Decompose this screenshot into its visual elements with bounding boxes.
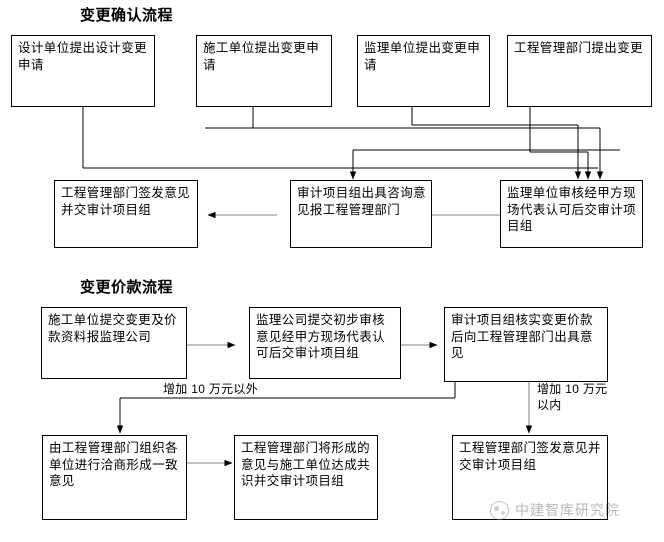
watermark-logo-icon [490, 500, 509, 520]
watermark-text: 中建智库研究院 [515, 502, 620, 518]
flow-node-engineering-dept-consensus[interactable]: 工程管理部门将形成的意见与施工单位达成共识并交审计项目组 [234, 435, 378, 520]
watermark: 中建智库研究院 [490, 500, 620, 520]
flow-node-engineering-dept-organize-negotiation[interactable]: 由工程管理部门组织各单位进行洽商形成一致意见 [42, 435, 187, 520]
flow-node-construction-unit-submit-pricing[interactable]: 施工单位提交变更及价款资料报监理公司 [41, 307, 187, 379]
flow-node-audit-team-verify-pricing[interactable]: 审计项目组核实变更价款后向工程管理部门出具意见 [444, 307, 608, 382]
flow-node-engineering-dept-sign-opinion[interactable]: 工程管理部门签发意见并交审计项目组 [452, 435, 608, 520]
flow-node-supervision-company-preliminary-review[interactable]: 监理公司提交初步审核意见经甲方现场代表认可后交审计项目组 [249, 307, 401, 379]
flow-node-engineering-dept-change-request[interactable]: 工程管理部门提出变更 [507, 35, 652, 107]
flow-node-audit-team-consulting-opinion[interactable]: 审计项目组出具咨询意见报工程管理部门 [290, 180, 432, 248]
flow-node-engineering-dept-issue-opinion[interactable]: 工程管理部门签发意见并交审计项目组 [54, 180, 198, 248]
flow-node-supervision-unit-change-request[interactable]: 监理单位提出变更申请 [357, 35, 490, 107]
section-title-change-pricing: 变更价款流程 [80, 279, 174, 296]
flow-node-supervision-unit-review[interactable]: 监理单位审核经甲方现场代表认可后交审计项目组 [500, 180, 643, 248]
edge-label-within-100k: 增加 10 万元 以内 [537, 382, 608, 413]
section-title-change-confirmation: 变更确认流程 [80, 7, 174, 24]
flow-node-construction-unit-change-request[interactable]: 施工单位提出变更申请 [196, 35, 332, 107]
edge-label-over-100k: 增加 10 万元以外 [163, 382, 259, 396]
flow-node-design-unit-change-request[interactable]: 设计单位提出设计变更申请 [11, 35, 155, 107]
